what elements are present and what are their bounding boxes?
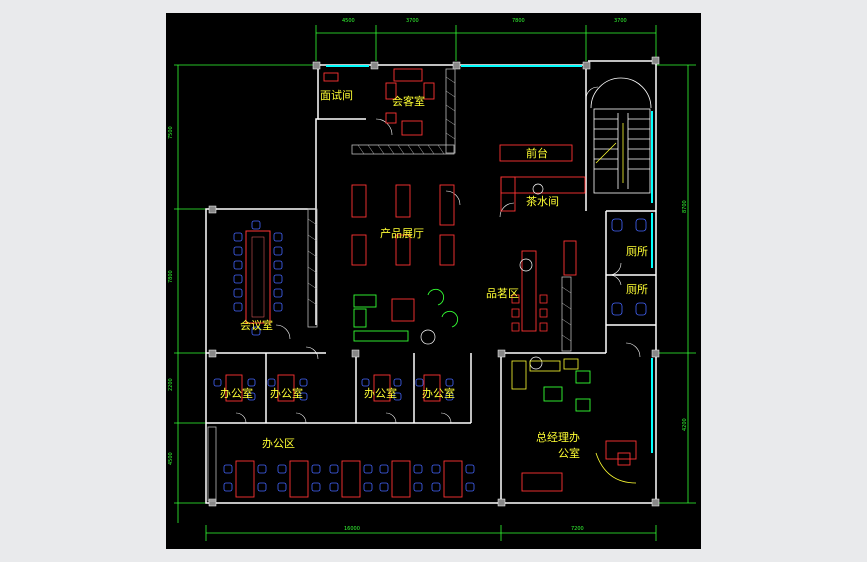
meeting-table bbox=[245, 230, 271, 324]
label-tea-room: 茶水间 bbox=[526, 195, 559, 208]
floor-plan: 4500 3700 7800 3700 16000 7200 7500 7800… bbox=[168, 18, 696, 541]
dim-top-2: 3700 bbox=[406, 18, 419, 24]
dim-top-4: 3700 bbox=[614, 18, 627, 24]
chairs bbox=[213, 218, 647, 492]
hatch-marks bbox=[307, 76, 572, 342]
dim-left-2: 7800 bbox=[168, 270, 174, 283]
dim-left-1: 7500 bbox=[168, 126, 174, 139]
dim-right-2: 4200 bbox=[682, 418, 688, 431]
label-gm-office-b: 公室 bbox=[558, 446, 580, 460]
dim-bottom-1: 16000 bbox=[344, 526, 360, 532]
label-office-area: 办公区 bbox=[262, 437, 295, 450]
label-gm-office-a: 总经理办 bbox=[536, 430, 580, 444]
dim-right-1: 8700 bbox=[682, 200, 688, 213]
label-toilet-2: 厕所 bbox=[626, 283, 648, 296]
label-tasting-area: 品茗区 bbox=[486, 287, 519, 300]
dim-bottom-2: 7200 bbox=[571, 526, 584, 532]
gm-furniture bbox=[511, 358, 637, 484]
dimension-text: 4500 3700 7800 3700 16000 7200 7500 7800… bbox=[168, 18, 688, 532]
lounge-furniture bbox=[353, 288, 591, 412]
label-office-2: 办公室 bbox=[270, 386, 303, 400]
room-labels: 面试间 会客室 前台 茶水间 产品展厅 品茗区 会议室 厕所 厕所 办公室 办公… bbox=[220, 89, 648, 460]
dimension-lines bbox=[174, 25, 696, 541]
label-office-3: 办公室 bbox=[364, 386, 397, 400]
label-front-desk: 前台 bbox=[526, 146, 548, 160]
tasting-chairs bbox=[511, 294, 548, 332]
label-product-hall: 产品展厅 bbox=[380, 226, 424, 240]
plants bbox=[420, 183, 544, 370]
label-office-4: 办公室 bbox=[422, 386, 455, 400]
label-interview: 面试间 bbox=[320, 89, 353, 102]
dim-left-3: 2200 bbox=[168, 378, 174, 391]
cad-viewport[interactable]: 4500 3700 7800 3700 16000 7200 7500 7800… bbox=[166, 13, 701, 549]
label-reception: 会客室 bbox=[392, 94, 425, 108]
label-office-1: 办公室 bbox=[220, 386, 253, 400]
dim-left-4: 4500 bbox=[168, 452, 174, 465]
dim-top-1: 4500 bbox=[342, 18, 355, 24]
wall-posts bbox=[208, 56, 660, 507]
label-toilet-1: 厕所 bbox=[626, 245, 648, 258]
furniture bbox=[225, 68, 637, 498]
label-meeting-room: 会议室 bbox=[240, 318, 273, 332]
windows bbox=[326, 65, 653, 453]
stairs bbox=[590, 77, 652, 194]
dim-top-3: 7800 bbox=[512, 18, 525, 24]
doors bbox=[235, 86, 641, 424]
stair-arrow bbox=[595, 123, 624, 183]
